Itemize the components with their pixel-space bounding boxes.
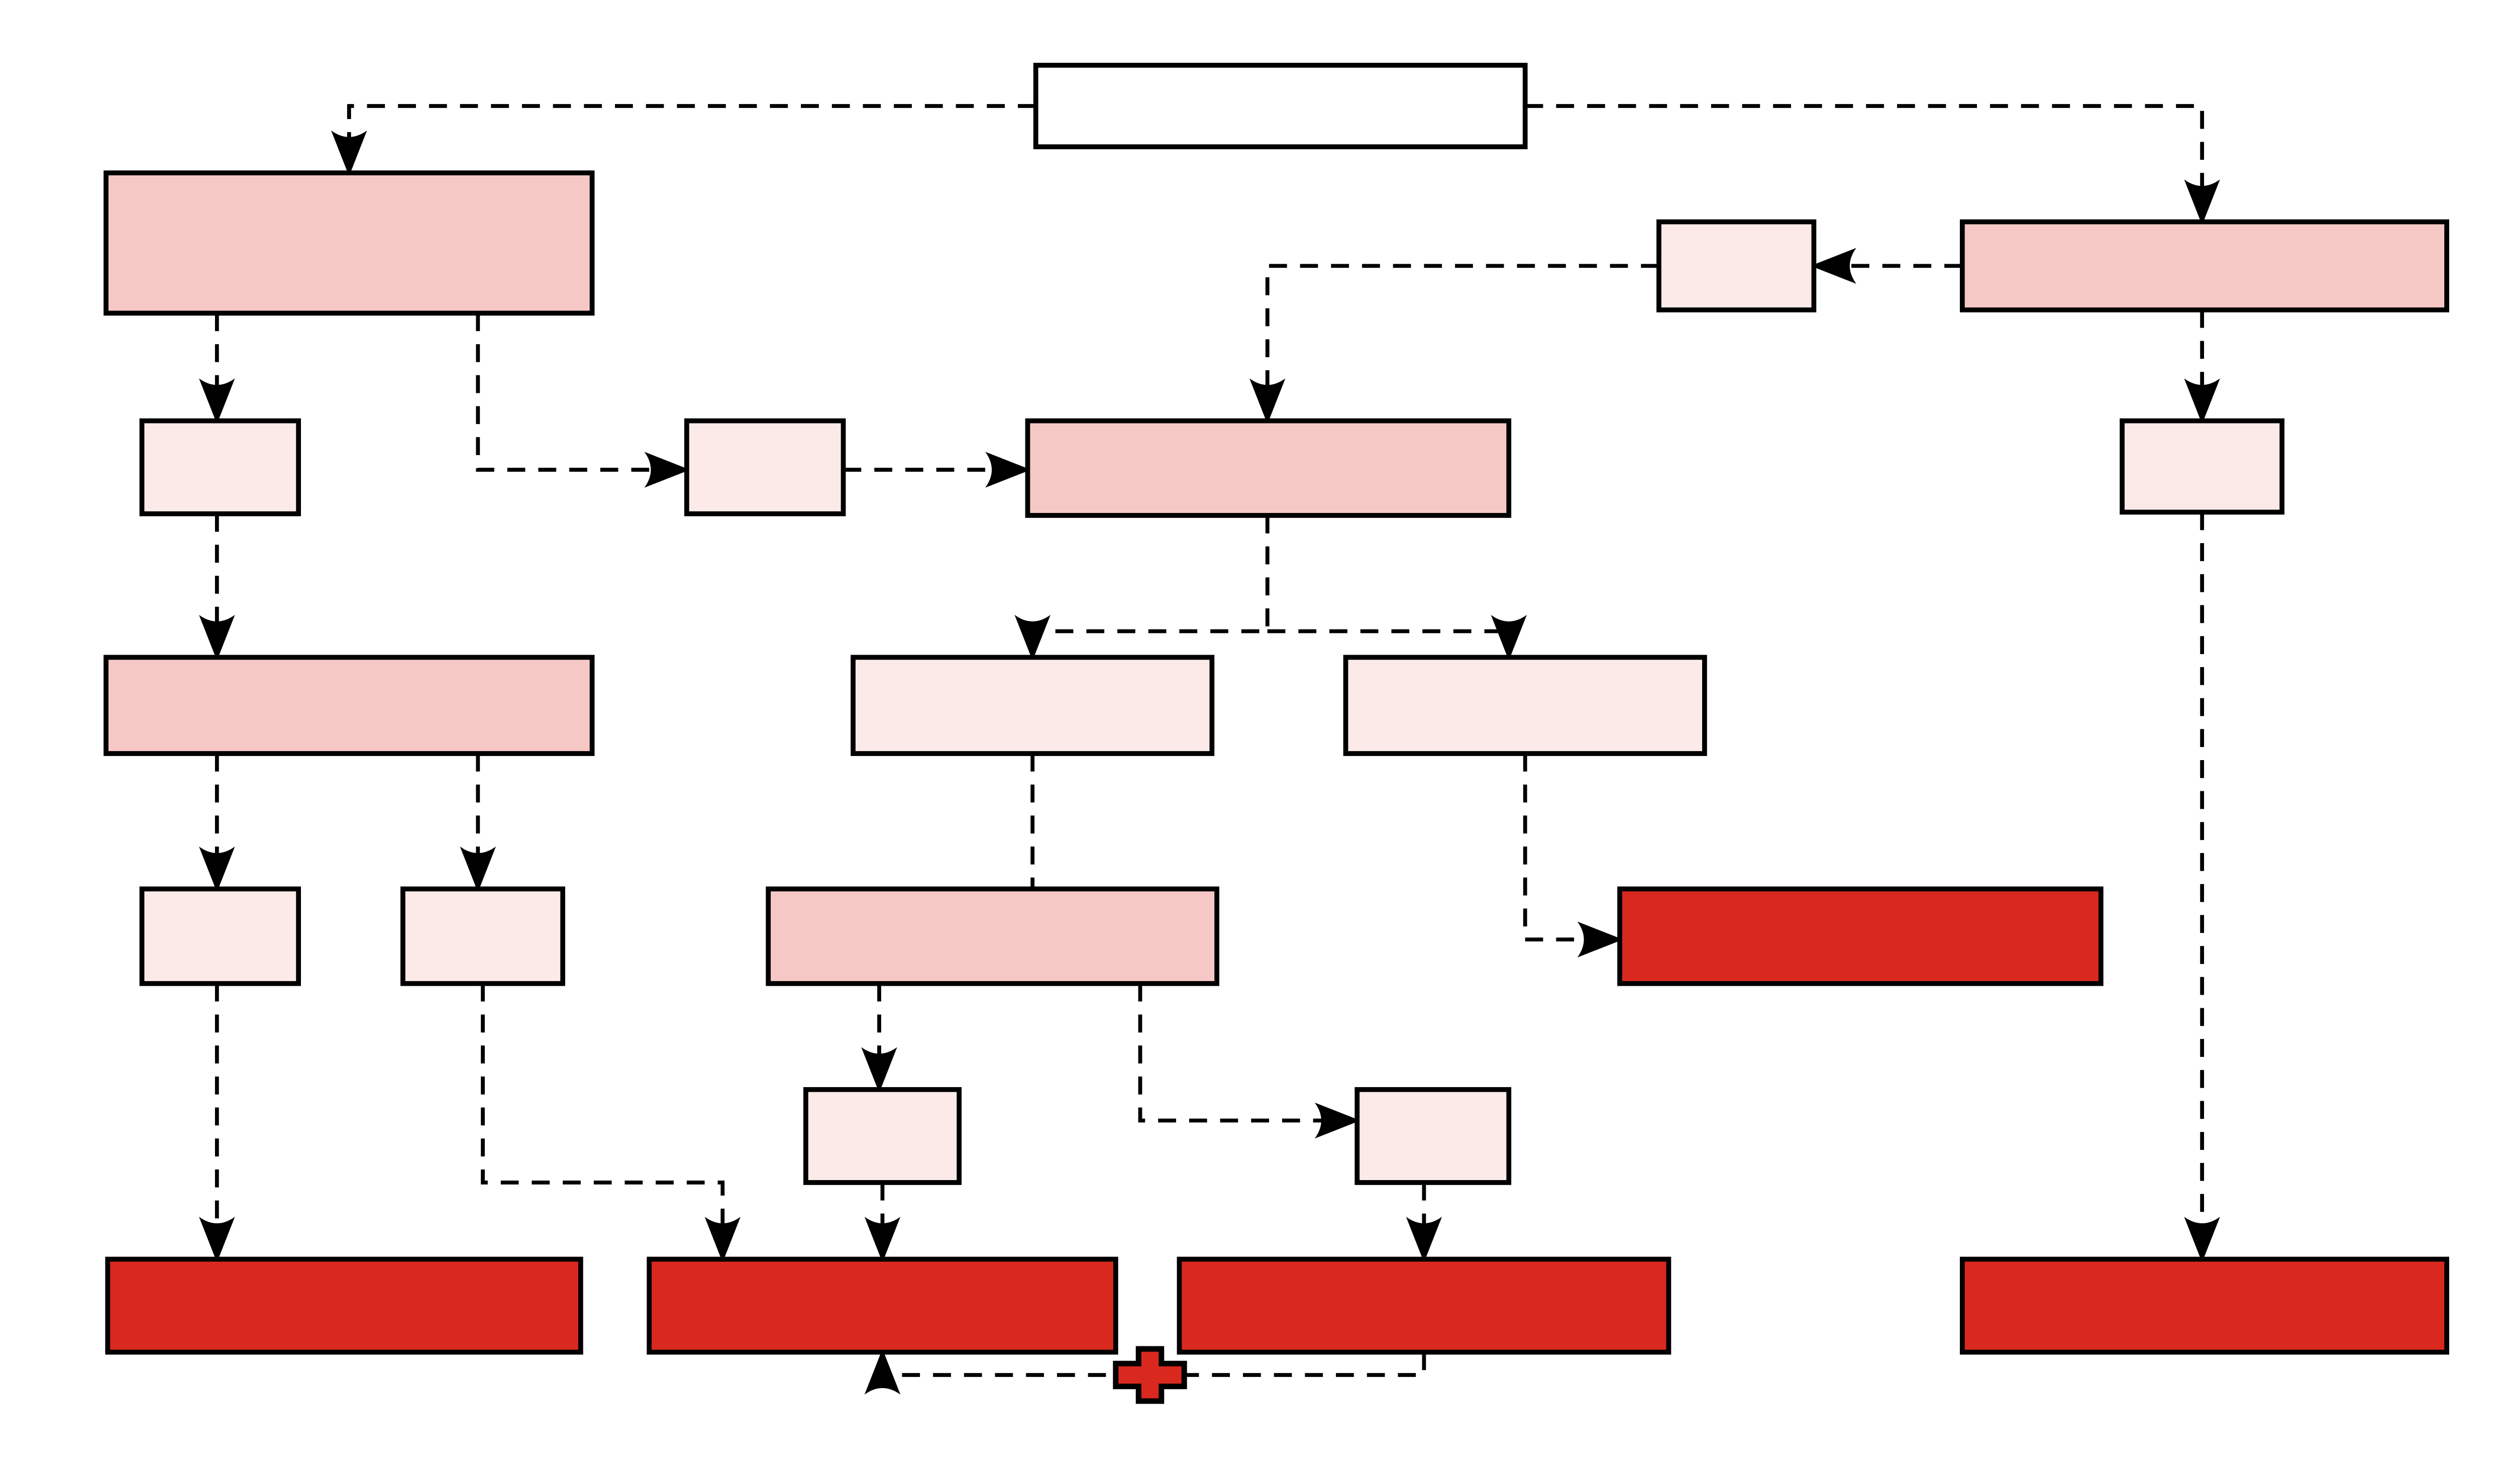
flow-node-A [103, 170, 595, 316]
flow-edge-L-R [481, 983, 741, 1262]
flow-node-G [2120, 418, 2285, 515]
nodes-layer [103, 62, 2449, 1355]
flow-node-O [803, 1087, 962, 1185]
flow-edge-W-C [1525, 104, 2220, 226]
flow-edge-B-F [1249, 264, 1659, 425]
flow-node-S [1177, 1256, 1671, 1355]
flow-node-W [1033, 62, 1528, 150]
flow-node-I [851, 655, 1215, 756]
flow-node-P [1354, 1087, 1512, 1185]
flow-node-F [1025, 418, 1512, 518]
plus-icon [1113, 1346, 1187, 1404]
flow-edge-M-P [1138, 983, 1360, 1139]
flow-edge-F-I [1014, 515, 1270, 661]
flow-edge-F-J [1267, 615, 1527, 661]
flow-node-T [1959, 1256, 2449, 1355]
flow-node-E [684, 418, 846, 516]
flow-node-M [766, 886, 1219, 986]
flow-edge-W-A [331, 104, 1036, 176]
flow-node-J [1343, 655, 1707, 756]
plus-layer [1113, 1346, 1187, 1404]
flow-node-K [139, 886, 301, 986]
flow-edge-A-E [476, 313, 690, 488]
flow-node-C [1959, 219, 2449, 312]
flow-node-B [1656, 219, 1817, 312]
flow-node-Q [105, 1256, 583, 1355]
flow-edge-J-N [1523, 753, 1623, 958]
flowchart-svg [103, 62, 2449, 1404]
flow-node-H [103, 655, 595, 756]
flow-node-L [400, 886, 566, 986]
flow-node-N [1617, 886, 2104, 986]
flowchart-canvas [103, 62, 2449, 1404]
flow-node-D [139, 418, 301, 516]
flow-node-R [647, 1256, 1118, 1355]
